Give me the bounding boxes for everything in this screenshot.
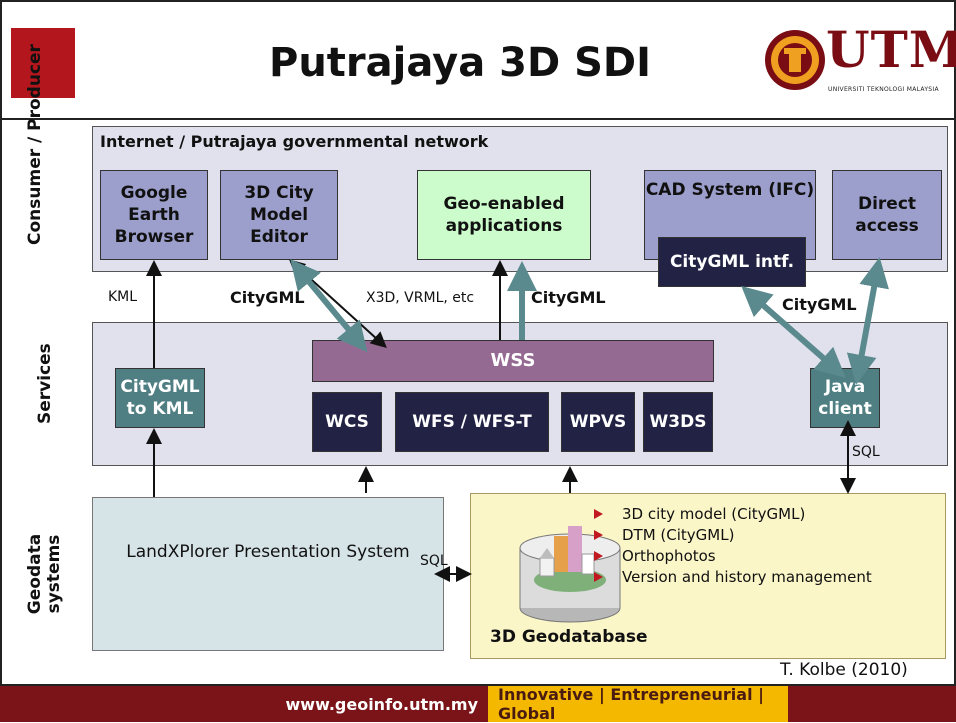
list-item: 3D city model (CityGML) xyxy=(590,504,872,525)
accent-square xyxy=(11,28,75,98)
x3d-label: X3D, VRML, etc xyxy=(366,290,475,306)
utm-crest-icon xyxy=(765,30,825,90)
footer-slogan: Innovative | Entrepreneurial | Global xyxy=(488,685,788,723)
credit-label: T. Kolbe (2010) xyxy=(780,660,908,680)
city-model-editor-box: 3D City Model Editor xyxy=(220,170,338,260)
wcs-box: WCS xyxy=(312,392,382,452)
geodatabase-label: 3D Geodatabase xyxy=(490,627,648,647)
footer-bar xyxy=(0,686,956,722)
list-item: Orthophotos xyxy=(590,546,872,567)
landxplorer-label: LandXPlorer Presentation System xyxy=(126,542,410,562)
arrow-citygml-cad xyxy=(741,286,846,378)
header-divider xyxy=(0,118,956,120)
network-label: Internet / Putrajaya governmental networ… xyxy=(100,132,489,151)
citygml-interface-box: CityGML intf. xyxy=(658,237,806,287)
wpvs-box: WPVS xyxy=(561,392,635,452)
citygml-label-mid: CityGML xyxy=(531,288,606,307)
sql-label-java: SQL xyxy=(852,444,880,460)
google-earth-box: Google Earth Browser xyxy=(100,170,208,260)
bullet-icon xyxy=(594,572,603,582)
geodatabase-cylinder-icon xyxy=(519,526,621,623)
utm-logo-text: UTM xyxy=(826,20,956,79)
slide-title: Putrajaya 3D SDI xyxy=(269,40,651,86)
citygml-to-kml-box: CityGML to KML xyxy=(115,368,205,428)
bullet-icon xyxy=(594,509,603,519)
utm-logo-subtitle: UNIVERSITI TEKNOLOGI MALAYSIA xyxy=(828,86,939,93)
kml-label: KML xyxy=(108,289,138,305)
geo-apps-box: Geo-enabled applications xyxy=(417,170,591,260)
footer-url: www.geoinfo.utm.my xyxy=(285,694,479,714)
arrow-citygml-editor xyxy=(290,259,368,353)
citygml-label-left: CityGML xyxy=(230,288,305,307)
w3ds-box: W3DS xyxy=(643,392,713,452)
java-client-box: Java client xyxy=(810,368,880,428)
arrow-citygml-direct xyxy=(846,257,889,385)
direct-access-box: Direct access xyxy=(832,170,942,260)
wfs-box: WFS / WFS-T xyxy=(395,392,549,452)
geodatabase-contents: 3D city model (CityGML) DTM (CityGML) Or… xyxy=(590,504,872,588)
sql-label-geo: SQL xyxy=(420,553,448,569)
utm-logo xyxy=(762,20,956,102)
bullet-icon xyxy=(594,530,603,540)
geodata-left-band xyxy=(92,497,444,651)
bullet-icon xyxy=(594,551,603,561)
list-item: DTM (CityGML) xyxy=(590,525,872,546)
slide-frame xyxy=(0,0,956,686)
list-item: Version and history management xyxy=(590,567,872,588)
